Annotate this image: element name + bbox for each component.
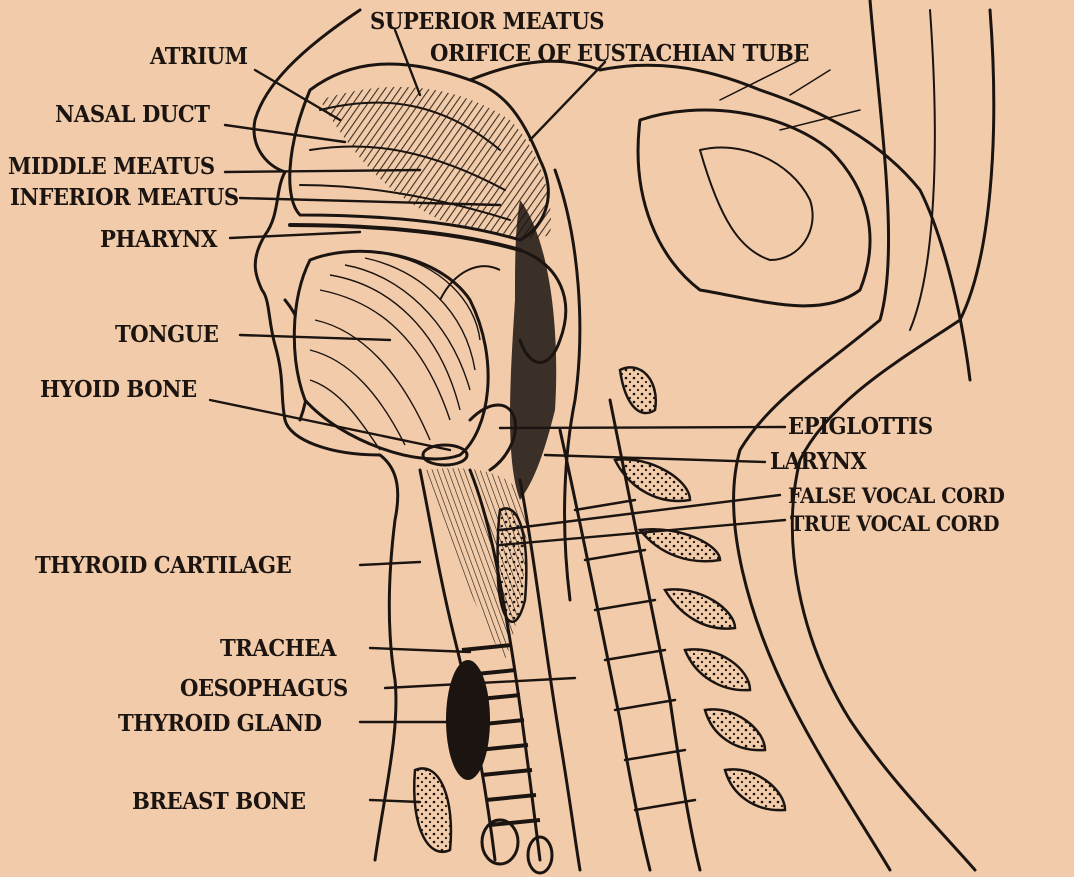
label-trachea: TRACHEA <box>220 637 336 660</box>
label-orifice-of-eustachian-tube: ORIFICE OF EUSTACHIAN TUBE <box>430 42 809 65</box>
label-oesophagus: OESOPHAGUS <box>180 677 348 700</box>
label-false-vocal-cord: FALSE VOCAL CORD <box>788 485 1004 506</box>
label-pharynx: PHARYNX <box>100 228 217 251</box>
label-true-vocal-cord: TRUE VOCAL CORD <box>790 513 999 534</box>
label-atrium: ATRIUM <box>150 45 248 68</box>
label-breast-bone: BREAST BONE <box>132 790 306 813</box>
label-thyroid-cartilage: THYROID CARTILAGE <box>35 554 291 577</box>
label-inferior-meatus: INFERIOR MEATUS <box>10 186 239 209</box>
label-larynx: LARYNX <box>770 450 866 473</box>
label-tongue: TONGUE <box>115 323 218 346</box>
label-superior-meatus: SUPERIOR MEATUS <box>370 10 604 33</box>
label-middle-meatus: MIDDLE MEATUS <box>8 155 215 178</box>
label-hyoid-bone: HYOID BONE <box>40 378 197 401</box>
label-epiglottis: EPIGLOTTIS <box>788 415 933 438</box>
label-thyroid-gland: THYROID GLAND <box>118 712 322 735</box>
label-nasal-duct: NASAL DUCT <box>55 103 210 126</box>
